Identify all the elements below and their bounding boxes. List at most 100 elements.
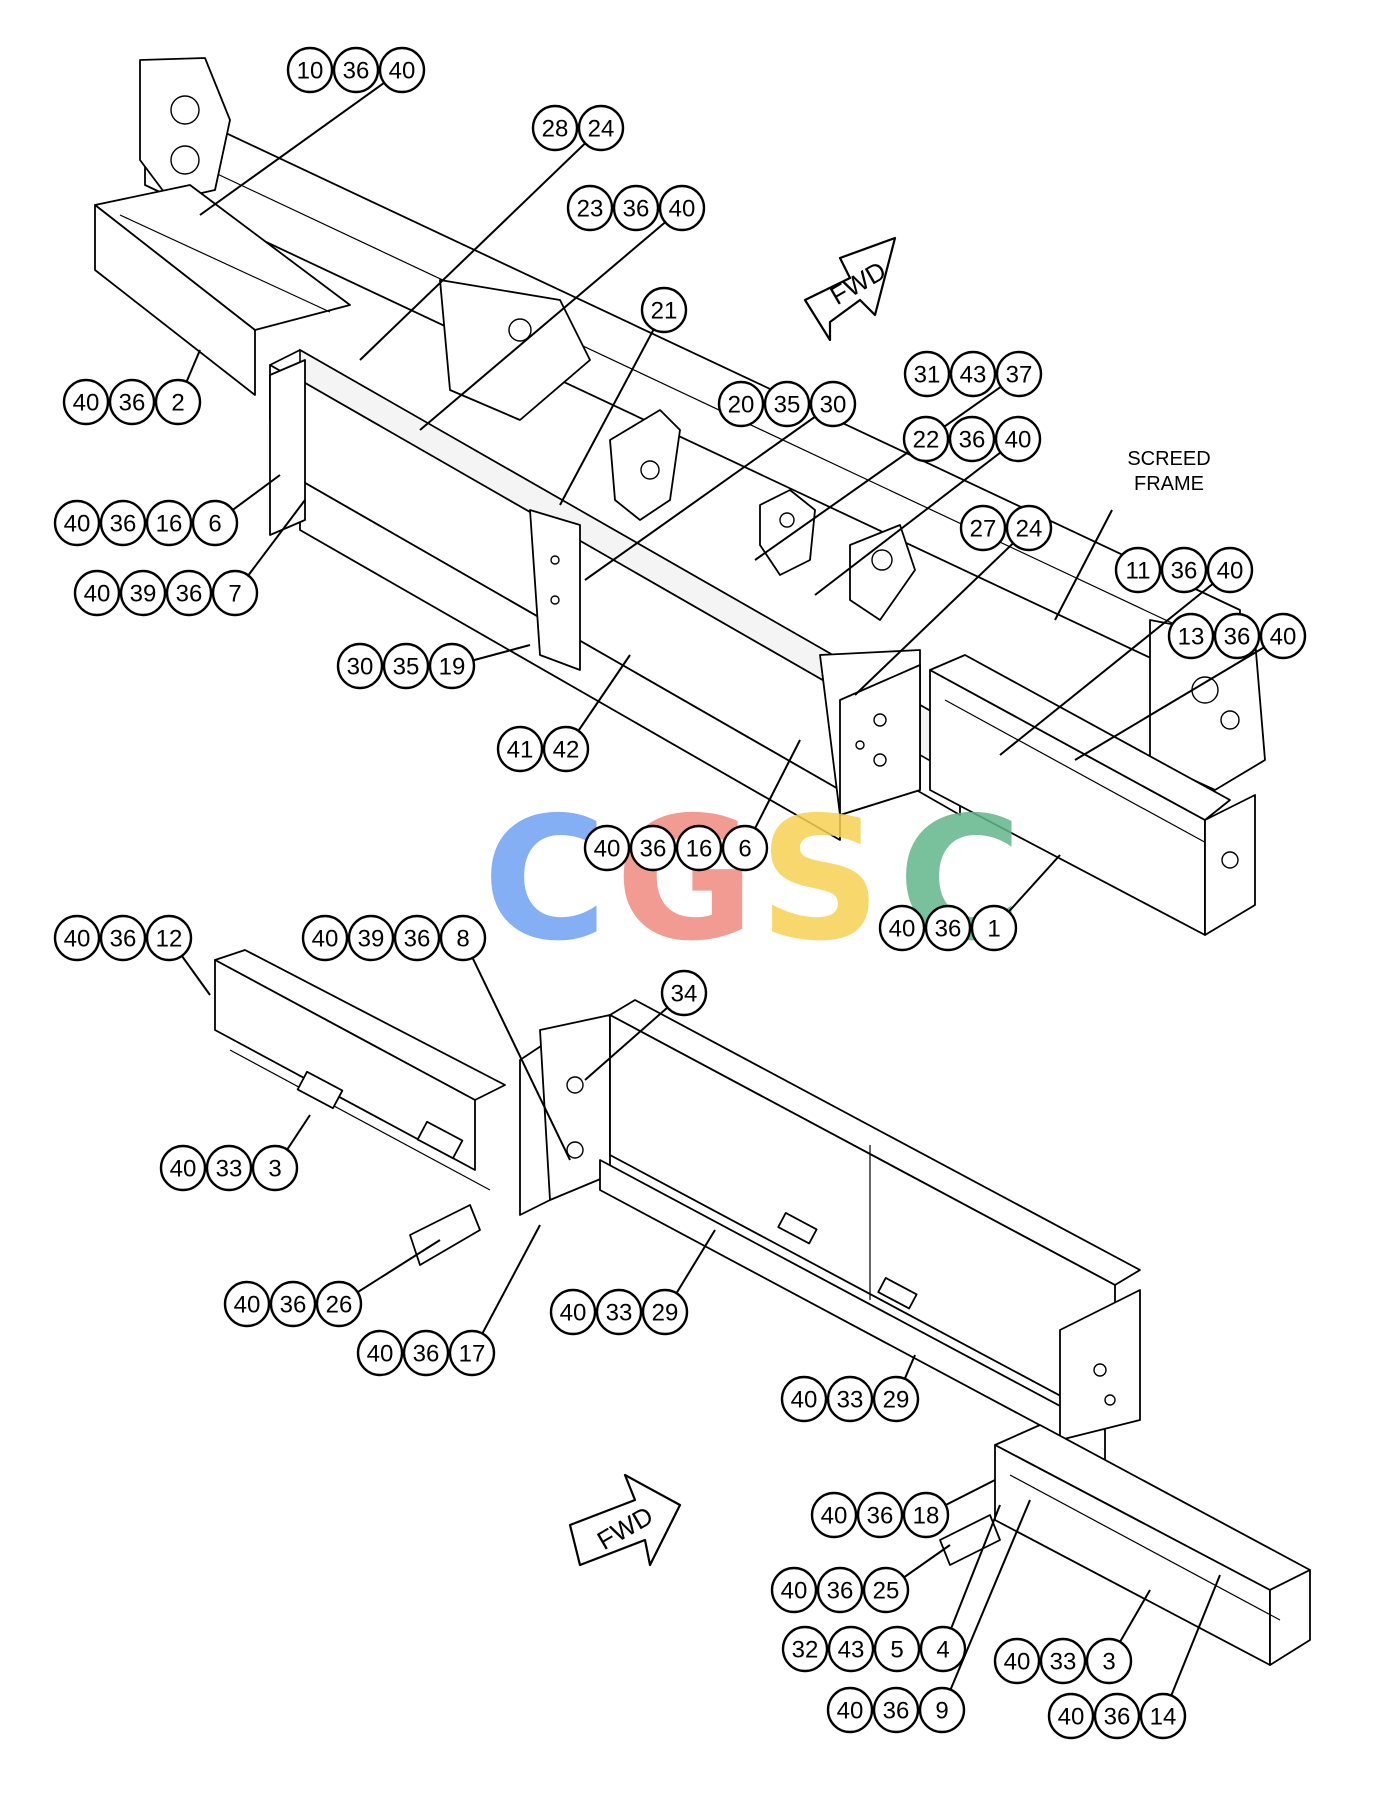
callout-part-number: 3 xyxy=(268,1156,281,1183)
callout-leader xyxy=(359,127,602,361)
callout-part-number: 39 xyxy=(358,926,385,953)
callout-part-number: 36 xyxy=(827,1578,854,1605)
callout-part-number: 33 xyxy=(216,1156,243,1183)
callout-part-number: 22 xyxy=(913,427,940,454)
callout-bubble xyxy=(496,725,544,773)
callout-bubble xyxy=(770,1566,818,1614)
callout-part-number: 33 xyxy=(606,1300,633,1327)
callout-part-number: 19 xyxy=(439,654,466,681)
callout-leader xyxy=(471,1224,541,1354)
callout-leader xyxy=(1074,635,1284,761)
callout-part-number: 43 xyxy=(960,362,987,389)
callout-part-number: 36 xyxy=(1104,1704,1131,1731)
callout-part-number: 40 xyxy=(1217,558,1244,585)
callout-part-number: 37 xyxy=(1006,362,1033,389)
callout-bubble xyxy=(873,1625,921,1673)
callout-bubble xyxy=(223,1280,271,1328)
callout-bubble xyxy=(301,914,349,962)
callout-part-number: 40 xyxy=(73,390,100,417)
callout-part-number: 36 xyxy=(110,511,137,538)
callout-part-number: 30 xyxy=(820,392,847,419)
callout-bubble xyxy=(862,1566,910,1614)
callout-bubble xyxy=(428,642,476,690)
callout-bubble xyxy=(378,46,426,94)
bottom-assembly xyxy=(214,949,1311,1666)
callout: 21 xyxy=(640,286,688,334)
callout-part-number: 40 xyxy=(367,1341,394,1368)
callout-bubble xyxy=(145,914,193,962)
callout-bubble xyxy=(1259,612,1307,660)
callout-part-number: 32 xyxy=(792,1637,819,1664)
callout-part-number: 29 xyxy=(883,1387,910,1414)
watermark-letter: C xyxy=(483,781,608,979)
callout-leader xyxy=(941,1499,1031,1711)
callout-part-number: 6 xyxy=(208,511,221,538)
callout-part-number: 40 xyxy=(389,58,416,85)
callout-bubble xyxy=(902,1491,950,1539)
callout-bubble xyxy=(53,499,101,547)
callout-bubble xyxy=(810,1491,858,1539)
callout-part-number: 8 xyxy=(456,926,469,953)
callout-bubble xyxy=(531,104,579,152)
callout-bubble xyxy=(918,1686,966,1734)
screed-frame-label-line1: SCREED xyxy=(1127,448,1210,470)
callout-bubble xyxy=(629,824,677,872)
plate-25 xyxy=(939,1514,1001,1566)
left-end-bracket xyxy=(139,57,231,201)
callout-leader xyxy=(999,569,1231,756)
callout-part-number: 6 xyxy=(738,836,751,863)
callout-bubble xyxy=(108,378,156,426)
left-short-ext-face xyxy=(214,959,476,1171)
callout-part-number: 36 xyxy=(343,58,370,85)
callout-part-number: 40 xyxy=(1270,624,1297,651)
callout-part-number: 4 xyxy=(936,1637,949,1664)
callout-bubble xyxy=(641,1288,689,1336)
callout-part-number: 36 xyxy=(1224,624,1251,651)
handle-bracket xyxy=(759,489,816,576)
callout-part-number: 40 xyxy=(64,511,91,538)
callout-bubble xyxy=(269,1280,317,1328)
callout-bubble xyxy=(577,104,625,152)
callout-part-number: 40 xyxy=(1004,1649,1031,1676)
callout-bubble xyxy=(332,46,380,94)
callout-bubble xyxy=(583,824,631,872)
callout-bubble xyxy=(827,1625,875,1673)
callout-bubble xyxy=(439,914,487,962)
callout-part-number: 14 xyxy=(1150,1704,1177,1731)
callout-bubble xyxy=(809,380,857,428)
callout-bubble xyxy=(542,725,590,773)
callout-bubble xyxy=(995,350,1043,398)
callout-part-number: 36 xyxy=(119,390,146,417)
callout-part-number: 13 xyxy=(1178,624,1205,651)
callout-bubble xyxy=(721,824,769,872)
screed-frame-label-line2: FRAME xyxy=(1134,473,1204,495)
callout-bubble xyxy=(872,1686,920,1734)
fwd-arrow-top: FWD xyxy=(803,236,897,342)
callout-part-number: 1 xyxy=(987,916,1000,943)
callout-part-number: 36 xyxy=(413,1341,440,1368)
callout-bubble xyxy=(856,1491,904,1539)
callout-bubble xyxy=(595,1288,643,1336)
callout-leader xyxy=(1162,1574,1221,1717)
hinge-bracket xyxy=(849,524,916,621)
callout-bubble xyxy=(993,1637,1041,1685)
callout-part-number: 24 xyxy=(1016,516,1043,543)
callout-part-number: 36 xyxy=(623,196,650,223)
callout-part-number: 40 xyxy=(84,581,111,608)
callout-bubble xyxy=(640,286,688,334)
callout-bubble xyxy=(826,1686,874,1734)
callout-bubble xyxy=(119,569,167,617)
callout-bubble xyxy=(826,1375,874,1423)
callout-part-number: 33 xyxy=(1050,1649,1077,1676)
